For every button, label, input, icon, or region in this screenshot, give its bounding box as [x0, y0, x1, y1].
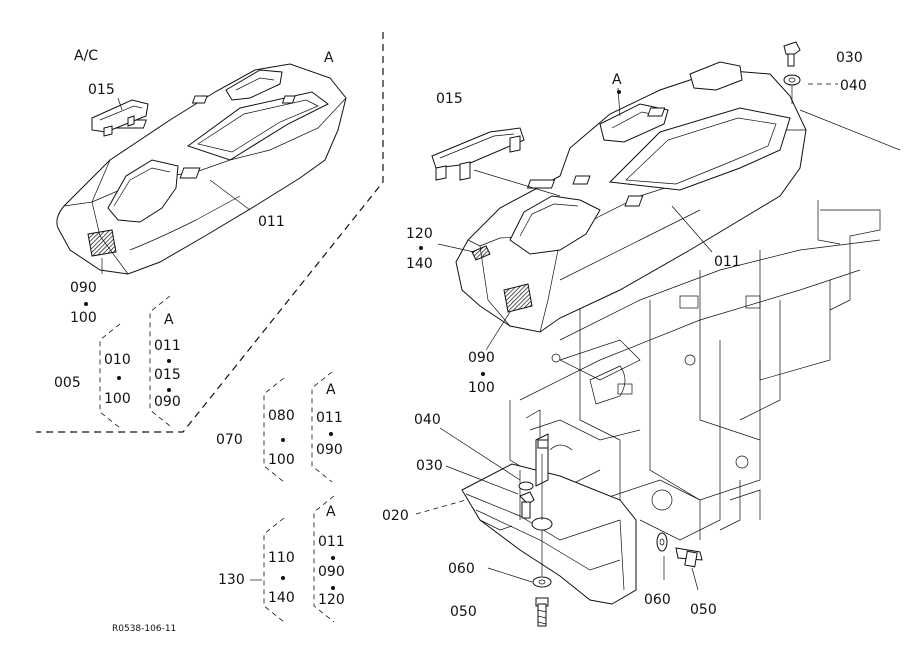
- main-callout-060-left: 060: [448, 561, 475, 577]
- main-washer-040-top: [783, 74, 801, 86]
- kit-005-right-3: 090: [154, 394, 181, 410]
- main-callout-140: 140: [406, 256, 433, 272]
- inset-callout-090: 090: [70, 280, 97, 296]
- main-callout-015: 015: [436, 91, 463, 107]
- kit-005: 005 010 100 A 011 015 090: [54, 295, 181, 429]
- inset-part-015: [91, 99, 149, 137]
- main-callout-060-right: 060: [644, 592, 671, 608]
- inset-callout-015: 015: [88, 82, 115, 98]
- main-console: [455, 61, 807, 333]
- main-marker-a: A: [612, 72, 622, 88]
- kit-070-left-1: 100: [268, 452, 295, 468]
- kit-005-right-0: A: [164, 312, 174, 328]
- kit-130-right-0: A: [326, 504, 336, 520]
- main-callout-030: 030: [416, 458, 443, 474]
- inset-console: [56, 63, 347, 275]
- main-part-120: [471, 245, 491, 261]
- main-callout-050-right: 050: [690, 602, 717, 618]
- kit-005-left-1: 100: [104, 391, 131, 407]
- kit-130-label: 130: [218, 572, 245, 588]
- main-callout-040-top: 040: [840, 78, 867, 94]
- inset-boundary: [36, 32, 384, 433]
- kit-005-right-1: 011: [154, 338, 181, 354]
- kit-070-right-2: 090: [316, 442, 343, 458]
- kit-130-left-1: 140: [268, 590, 295, 606]
- kit-130: 130 110 140 A 011 090 120: [218, 495, 345, 623]
- inset-marker-a: A: [324, 50, 334, 66]
- kit-070-left-0: 080: [268, 408, 295, 424]
- kit-070-right-0: A: [326, 382, 336, 398]
- inset-bullet: [84, 302, 88, 306]
- main-callout-090: 090: [468, 350, 495, 366]
- main-callout-030-top: 030: [836, 50, 863, 66]
- inset-variant-label: A/C: [74, 48, 98, 64]
- main-callout-100: 100: [468, 380, 495, 396]
- main-callout-020: 020: [382, 508, 409, 524]
- kit-130-right-3: 120: [318, 592, 345, 608]
- drawing-code: R0538-106-11: [112, 624, 176, 634]
- main-screw-030-top: [783, 41, 801, 104]
- chassis-frame: [509, 109, 901, 541]
- kit-005-right-2: 015: [154, 367, 181, 383]
- kit-130-right-2: 090: [318, 564, 345, 580]
- inset-decal-090: [87, 229, 117, 257]
- kit-070-label: 070: [216, 432, 243, 448]
- main-callout-011: 011: [714, 254, 741, 270]
- kit-005-label: 005: [54, 375, 81, 391]
- kit-130-right-1: 011: [318, 534, 345, 550]
- kit-130-left-0: 110: [268, 550, 295, 566]
- main-assembly: A 030 040 015 011 120 140 090 100 040 03…: [382, 41, 901, 627]
- main-callout-040: 040: [414, 412, 441, 428]
- inset-callout-011: 011: [258, 214, 285, 230]
- main-cap-011: [624, 195, 644, 207]
- inset-panel: A/C A 015 011 090 100: [36, 32, 384, 433]
- main-callout-050-left: 050: [450, 604, 477, 620]
- main-callout-120: 120: [406, 226, 433, 242]
- main-part-015: [431, 127, 525, 181]
- main-decal-090: [503, 283, 533, 313]
- inset-callout-100: 100: [70, 310, 97, 326]
- kit-070: 070 080 100 A 011 090: [216, 371, 343, 483]
- kit-070-right-1: 011: [316, 410, 343, 426]
- main-leaders: [415, 83, 838, 591]
- kit-005-left-0: 010: [104, 352, 131, 368]
